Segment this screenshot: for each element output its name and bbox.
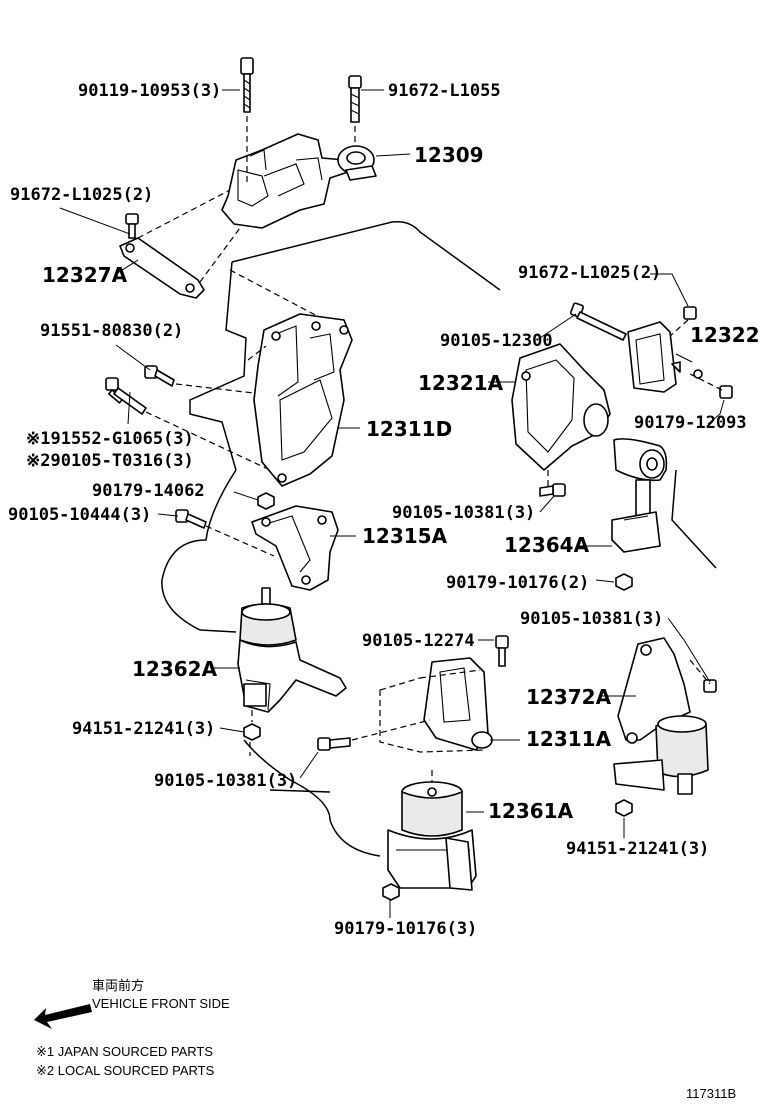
label-91672-L1055: 91672-L1055 [388,81,501,101]
arrow-left-icon [34,1004,92,1029]
label-90105-10381-c: 90105-10381(3) [154,771,297,791]
label-12311D: 12311D [366,417,452,441]
label-91552-G1065: ※191552-G1065(3) [26,429,194,449]
mount-12361A [387,781,477,891]
note-local-sourced: ※2 LOCAL SOURCED PARTS [36,1063,215,1078]
bracket-12311A [423,657,493,751]
label-90105-T0316: ※290105-T0316(3) [26,451,194,471]
label-12321A: 12321A [418,371,504,395]
bracket-12321A [511,343,611,471]
label-90105-10381-b: 90105-10381(3) [520,609,663,629]
label-12311A: 12311A [526,727,612,751]
label-91672-L1025-a: 91672-L1025(2) [10,185,153,205]
label-90105-12300: 90105-12300 [440,331,553,351]
label-90179-12093: 90179-12093 [634,413,747,433]
label-12362A: 12362A [132,657,218,681]
bracket-12372A [613,637,717,795]
label-12309: 12309 [414,143,484,167]
mount-12364A [611,438,668,553]
front-side-label: VEHICLE FRONT SIDE [92,996,230,1011]
mount-12362A [237,587,347,713]
nut-90179-10176-a [615,573,633,591]
label-12361A: 12361A [488,799,574,823]
label-90179-10176-b: 90179-10176(3) [334,919,477,939]
label-90179-10176-a: 90179-10176(2) [446,573,589,593]
label-12364A: 12364A [504,533,590,557]
label-12315A: 12315A [362,524,448,548]
mount-bracket-12309 [221,133,377,229]
nut-90179-14062 [257,492,275,510]
label-90105-12274: 90105-12274 [362,631,475,651]
bolt-90105-12300 [570,302,627,341]
bolt-90105-10444 [175,509,207,529]
bolt-90105-12274 [495,635,509,667]
label-91551-80830: 91551-80830(2) [40,321,183,341]
bolt-90105-10381-c [317,737,351,751]
label-90105-10381-a: 90105-10381(3) [392,503,535,523]
label-12322: 12322 [690,323,760,347]
link-12327A [119,213,205,299]
bracket-12311D [253,313,353,487]
bolt-90105-10381-a [539,483,566,497]
label-94151-21241-a: 94151-21241(3) [72,719,215,739]
label-90105-10444: 90105-10444(3) [8,505,151,525]
bracket-12315A [251,505,339,591]
nut-94151-21241-a [243,723,261,741]
label-12327A: 12327A [42,263,128,287]
label-91672-L1025-b: 91672-L1025(2) [518,263,661,283]
figure-id: 117311B [686,1086,736,1101]
note-japan-sourced: ※1 JAPAN SOURCED PARTS [36,1044,213,1059]
nut-90179-10176-b [382,883,400,901]
nut-94151-21241-b [615,799,633,817]
label-90119-10953: 90119-10953(3) [78,81,221,101]
front-side-label-jp: 車両前方 [92,978,144,993]
bolt-90119-10953 [240,57,254,113]
label-94151-21241-b: 94151-21241(3) [566,839,709,859]
label-90179-14062: 90179-14062 [92,481,205,501]
bolt-91552-G1065 [105,377,147,415]
bracket-12322 [627,306,733,399]
label-12372A: 12372A [526,685,612,709]
leader-lines [59,89,725,918]
bolt-91672-L1055 [348,75,362,123]
